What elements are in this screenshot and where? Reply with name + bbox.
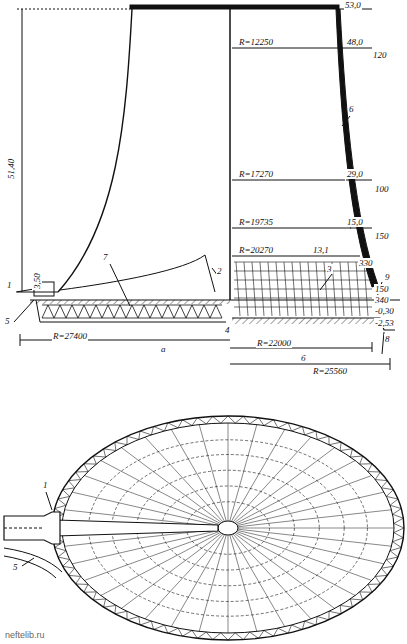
water-truss bbox=[42, 305, 222, 318]
dimension-label: 150 bbox=[374, 231, 390, 241]
callout-number: 1 bbox=[6, 280, 13, 290]
dimension-label: 48,0 bbox=[346, 37, 364, 47]
dimension-label: 100 bbox=[374, 184, 390, 194]
dimension-label: 15,0 bbox=[346, 217, 364, 227]
dimension-label: а bbox=[160, 344, 167, 354]
plan-view bbox=[4, 416, 404, 640]
dimension-label: 51,40 bbox=[6, 158, 16, 180]
callout-number: 3 bbox=[326, 264, 333, 274]
dimension-label: R=25560 bbox=[312, 366, 348, 376]
dimension-label: 330 bbox=[358, 258, 374, 268]
callout-number: 7 bbox=[102, 252, 109, 262]
callout-number: 5 bbox=[4, 316, 11, 326]
callout-number: 4 bbox=[224, 325, 231, 335]
dimension-label: -0,30 bbox=[374, 306, 395, 316]
dimension-label: 150 bbox=[374, 284, 390, 294]
dimension-label: 53,0 bbox=[344, 0, 362, 10]
dimension-label: R=20270 bbox=[238, 245, 274, 255]
dimension-label: -2,53 bbox=[374, 318, 395, 328]
dimension-label: 13,1 bbox=[312, 245, 330, 255]
watermark: neftelib.ru bbox=[4, 630, 46, 640]
callout-number: 1 bbox=[42, 480, 49, 490]
callout-number: 2 bbox=[216, 266, 223, 276]
dimension-label: 340 bbox=[374, 295, 390, 305]
dimension-label: R=22000 bbox=[256, 338, 292, 348]
sprinkler-lattice bbox=[234, 262, 372, 316]
callout-number: 6 bbox=[348, 104, 355, 114]
dimension-label: 29,0 bbox=[346, 169, 364, 179]
callout-number: 5 bbox=[12, 562, 19, 572]
dimension-label: R=17270 bbox=[238, 169, 274, 179]
callout-number: 9 bbox=[384, 272, 391, 282]
dimension-label: 120 bbox=[372, 50, 388, 60]
dimension-label: б bbox=[300, 353, 307, 363]
dimension-label: 3,50 bbox=[32, 272, 42, 290]
dimension-label: R=19735 bbox=[238, 217, 274, 227]
dimension-label: R=12250 bbox=[238, 37, 274, 47]
dimension-label: R=27400 bbox=[52, 331, 88, 341]
callout-number: 8 bbox=[384, 334, 391, 344]
